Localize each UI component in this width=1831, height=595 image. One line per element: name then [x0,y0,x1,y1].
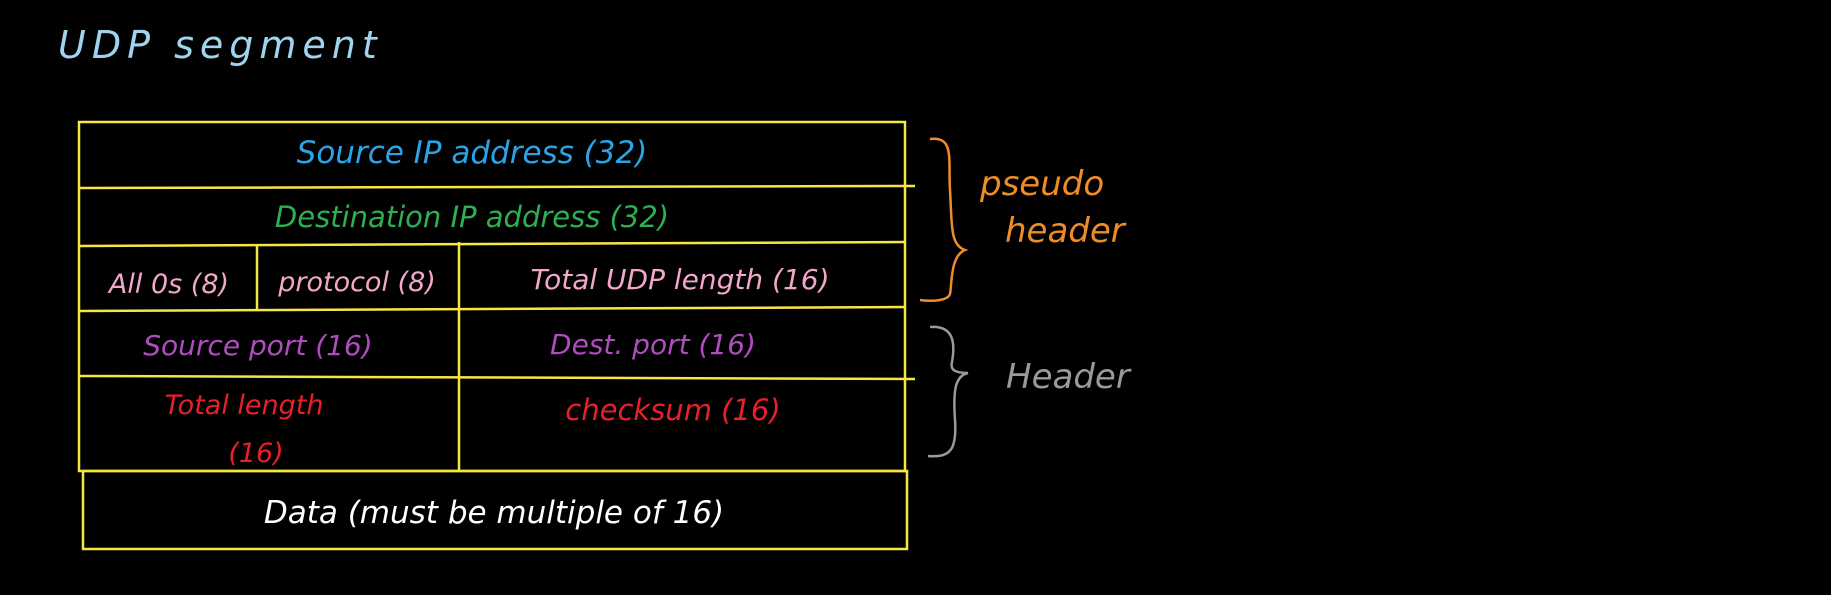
row-divider-3 [78,305,906,313]
checksum-label: checksum (16) [565,393,780,427]
pseudo-header-label: header [1005,211,1127,251]
source-port-label: Source port (16) [143,329,372,362]
pseudo-label: pseudo [979,164,1104,204]
dest-port-label: Dest. port (16) [550,328,756,361]
data-box [81,469,909,551]
total-length-label: Total length [165,390,324,421]
diagram-title: UDP segment [58,23,383,67]
header-brace [927,325,969,458]
data-label: Data (must be multiple of 16) [264,495,724,531]
row-divider-1 [78,184,916,190]
pseudo-header-brace [919,137,969,302]
protocol-label: protocol (8) [277,267,436,298]
dest-ip-label: Destination IP address (32) [275,200,669,234]
source-ip-label: Source IP address (32) [297,135,648,171]
total-udp-length-label: Total UDP length (16) [530,263,829,296]
row-divider-2 [78,240,906,248]
segment-grid [77,120,916,551]
all-zeros-label: All 0s (8) [107,269,229,300]
header-label: Header [1006,357,1132,397]
row-divider-4 [78,374,916,381]
total-length-size: (16) [228,438,283,469]
